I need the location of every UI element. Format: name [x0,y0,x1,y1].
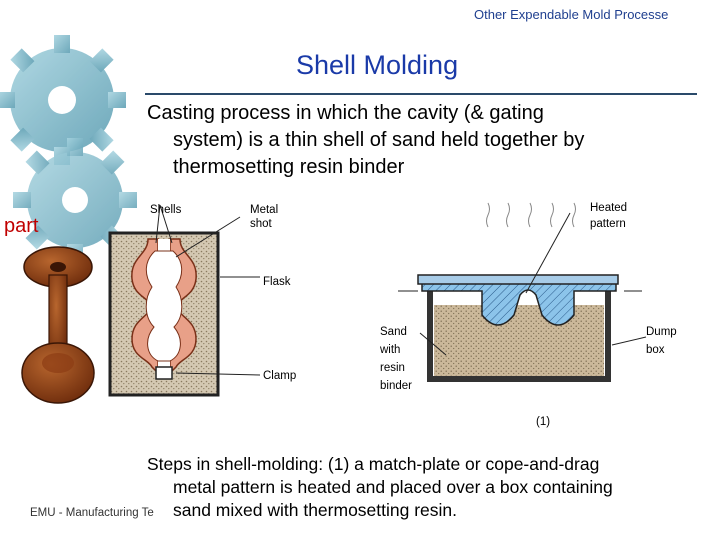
part-label: part [4,215,39,237]
page-title: Shell Molding [296,50,459,80]
section-title: Other Expendable Mold Processe [474,7,669,22]
label-shells: Shells [150,204,182,216]
title-divider [145,93,697,95]
bullet-line: system) is a thin shell of sand held tog… [173,129,585,151]
label-flask: Flask [263,276,291,288]
label-metal: Metal [250,204,278,216]
figure-caption: Steps in shell‑molding: (1) a match‑plat… [147,453,687,522]
caption-line: Steps in shell‑molding: (1) a match‑plat… [147,454,600,474]
label-binder: binder [380,380,412,392]
label-sand: Sand [380,326,407,338]
label-heated: Heated [590,202,627,214]
label-resin: resin [380,362,405,374]
label-shot: shot [250,218,273,230]
bullet-line: thermosetting resin binder [173,156,405,178]
caption-line: metal pattern is heated and placed over … [173,477,613,497]
label-clamp: Clamp [263,370,296,382]
gear-icon [0,35,126,165]
caption-line: sand mixed with thermosetting resin. [173,500,458,520]
dump-box-diagram: Heated pattern Sand with resin binder Du… [379,202,677,428]
part-image [21,246,95,404]
label-box: box [646,344,665,356]
shell-mold-diagram: Shells Metal shot Flask Clamp [108,204,296,397]
label-pattern: pattern [590,218,626,230]
bullet-line: Casting process in which the cavity (& g… [147,102,544,124]
label-with: with [379,344,400,356]
label-dump: Dump [646,326,677,338]
label-step: (1) [536,416,550,428]
footer-text: EMU ‑ Manufacturing Te [30,507,154,519]
bullet-text: Casting process in which the cavity (& g… [147,100,687,181]
